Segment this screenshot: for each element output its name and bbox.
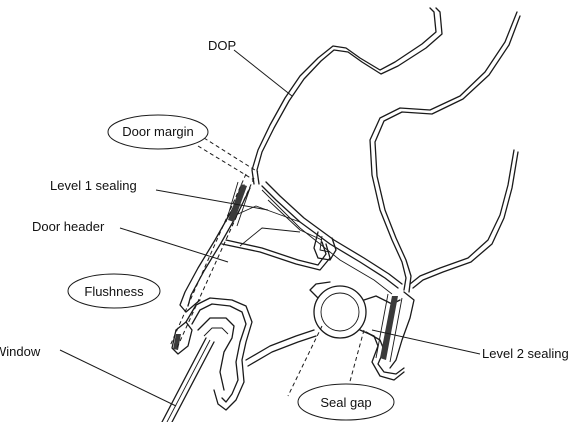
leader-door-header xyxy=(119,227,229,263)
label-seal-gap: Seal gap xyxy=(320,395,371,410)
window-glass xyxy=(161,337,215,422)
flushness-ellipse xyxy=(67,273,161,309)
reference-lines xyxy=(169,137,365,397)
level2-seal xyxy=(309,281,415,381)
seal-gap-ellipse xyxy=(297,383,395,421)
leader-window xyxy=(59,349,177,407)
label-door-header: Door header xyxy=(32,219,105,234)
diagram-labels: DOP Door margin Level 1 sealing Door hea… xyxy=(0,38,569,421)
door-margin-ellipse xyxy=(107,114,209,150)
leader-lines xyxy=(59,49,481,407)
dop-inner-flange xyxy=(261,181,403,295)
window-channel xyxy=(171,297,317,411)
label-door-margin: Door margin xyxy=(122,124,194,139)
leader-level2 xyxy=(371,329,481,355)
label-window: Window xyxy=(0,344,41,359)
dop-panel xyxy=(251,7,521,293)
label-level1-sealing: Level 1 sealing xyxy=(50,178,137,193)
label-dop: DOP xyxy=(208,38,236,53)
leader-level1 xyxy=(155,189,269,211)
level1-seal xyxy=(225,181,251,227)
label-flushness: Flushness xyxy=(84,284,144,299)
leader-dop xyxy=(233,49,293,97)
label-level2-sealing: Level 2 sealing xyxy=(482,346,569,361)
